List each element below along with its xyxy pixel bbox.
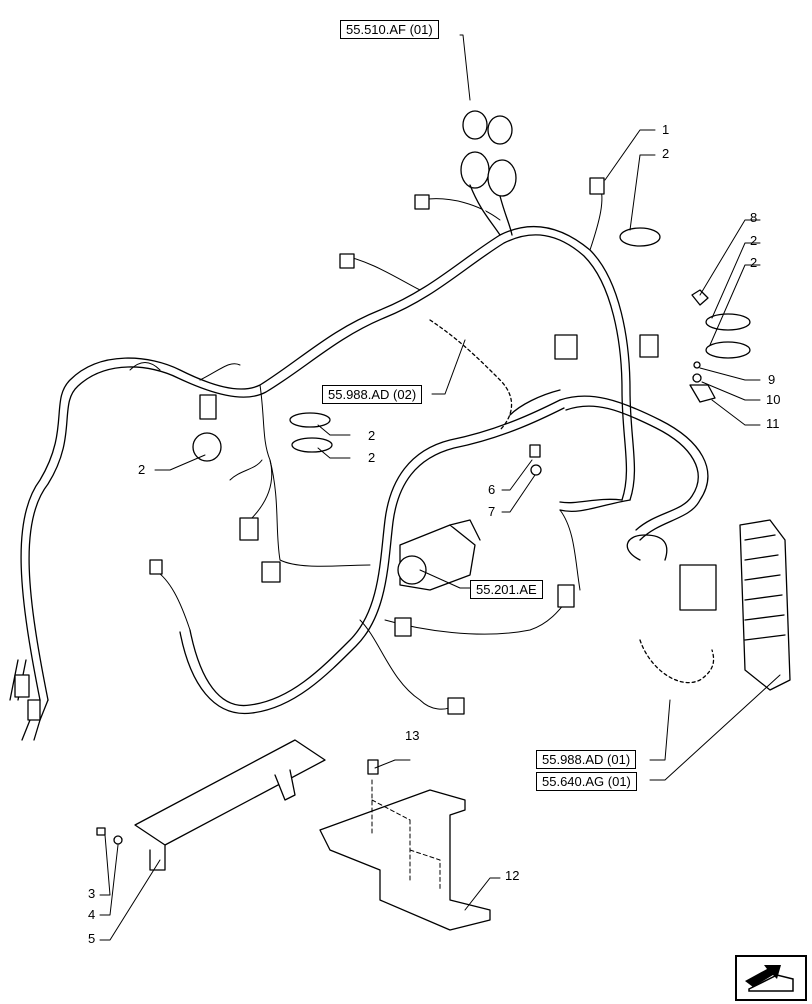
right-branch xyxy=(559,395,709,541)
main-harness xyxy=(20,225,636,701)
hose-clamps xyxy=(192,227,751,462)
reference-box-upper-middle[interactable]: 55.988.AD (02) xyxy=(322,385,423,404)
ecu-module xyxy=(739,519,791,691)
round-connectors xyxy=(460,110,517,236)
callout-2-c: 2 xyxy=(750,255,758,270)
callout-4: 4 xyxy=(88,907,96,922)
callout-2-a: 2 xyxy=(662,146,670,161)
lower-harness xyxy=(179,399,565,715)
starter-motor xyxy=(397,519,481,591)
hose-pipe xyxy=(509,389,668,561)
callout-2-e: 2 xyxy=(368,450,376,465)
next-page-button[interactable] xyxy=(735,955,807,1001)
callout-5: 5 xyxy=(88,931,96,946)
callout-6: 6 xyxy=(488,482,496,497)
bracket-5 xyxy=(134,739,326,871)
callout-13: 13 xyxy=(405,728,420,743)
callout-9: 9 xyxy=(768,372,776,387)
callout-11: 11 xyxy=(766,416,780,431)
connectors xyxy=(14,177,717,721)
reference-box-starter[interactable]: 55.201.AE xyxy=(470,580,543,599)
callout-7: 7 xyxy=(488,504,496,519)
dashed-outline xyxy=(429,319,715,684)
callout-2-d: 2 xyxy=(368,428,376,443)
callout-10: 10 xyxy=(766,392,781,407)
callout-8: 8 xyxy=(750,210,758,225)
reference-box-lower-right-1[interactable]: 55.988.AD (01) xyxy=(536,750,637,769)
callout-3: 3 xyxy=(88,886,96,901)
fastener-guides xyxy=(371,779,441,891)
reference-box-top[interactable]: 55.510.AF (01) xyxy=(340,20,439,39)
leader-lines xyxy=(99,34,781,941)
next-page-arrow-icon xyxy=(745,965,794,992)
callout-2-b: 2 xyxy=(750,233,758,248)
reference-box-lower-right-2[interactable]: 55.640.AG (01) xyxy=(536,772,637,791)
callout-1: 1 xyxy=(662,122,670,137)
callout-12: 12 xyxy=(505,868,520,883)
bracket-12 xyxy=(319,789,491,931)
callout-2-f: 2 xyxy=(138,462,146,477)
